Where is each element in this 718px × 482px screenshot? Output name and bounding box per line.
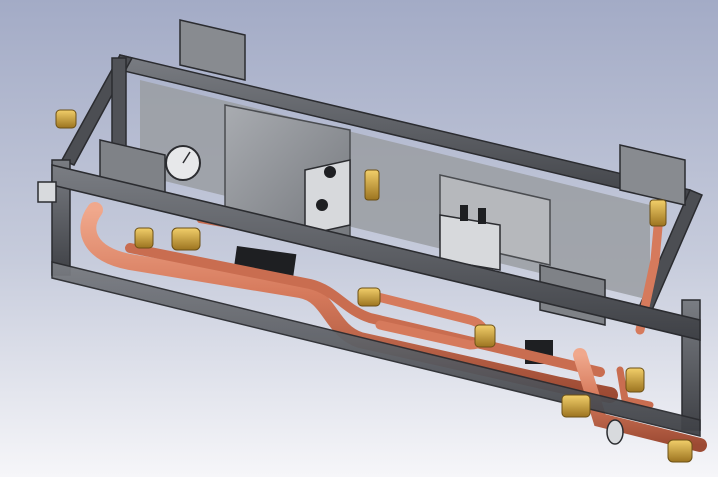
copper-pipe bbox=[125, 243, 605, 377]
switch-box-left bbox=[304, 159, 351, 236]
brass-fitting-icon bbox=[134, 227, 154, 249]
brass-fitting-icon bbox=[625, 367, 645, 393]
brass-fitting-icon bbox=[55, 109, 77, 129]
brass-tee-icon bbox=[561, 394, 591, 418]
brass-fittings bbox=[55, 109, 693, 463]
frame-left-back-post bbox=[111, 57, 127, 149]
mounting-bracket bbox=[619, 144, 686, 206]
terminal-icon bbox=[460, 205, 468, 221]
terminal-icon bbox=[478, 208, 486, 224]
brass-valve-icon bbox=[171, 227, 201, 251]
brass-fitting-icon bbox=[364, 169, 380, 201]
brass-elbow-icon bbox=[474, 324, 496, 348]
brass-fitting-icon bbox=[357, 287, 381, 307]
knob-icon bbox=[324, 166, 336, 178]
brass-fitting-icon bbox=[667, 439, 693, 463]
mounting-bracket bbox=[179, 19, 246, 81]
outlet-flange bbox=[606, 419, 624, 445]
brass-fitting-icon bbox=[649, 199, 667, 227]
gauge-needle bbox=[182, 151, 191, 164]
knob-icon bbox=[316, 199, 328, 211]
frame-front-top-rail bbox=[51, 164, 701, 341]
frame-front-bottom-rail bbox=[51, 261, 701, 437]
copper-pipe bbox=[616, 366, 654, 409]
copper-pipe bbox=[573, 348, 707, 452]
inlet-port bbox=[37, 181, 57, 203]
